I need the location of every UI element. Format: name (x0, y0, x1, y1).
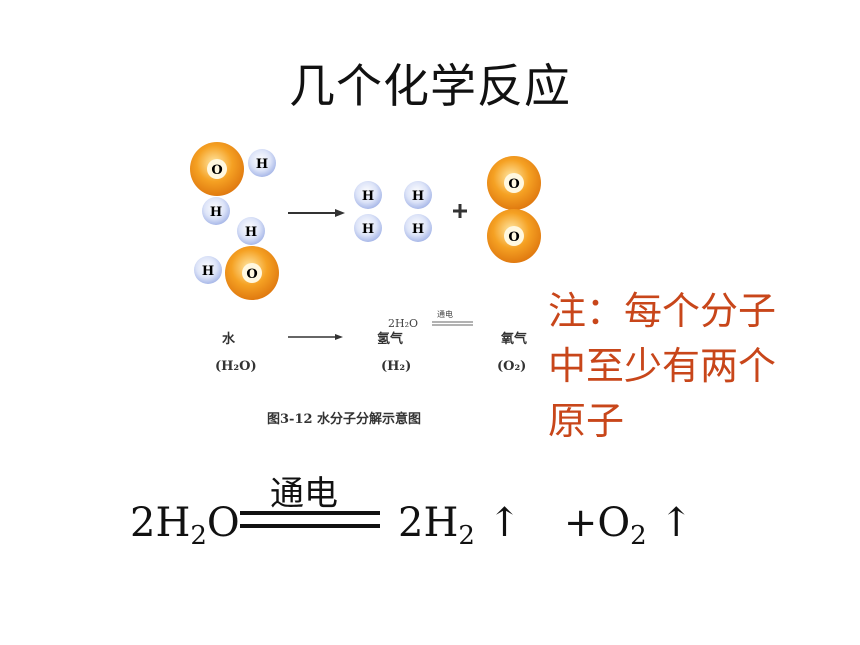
equation-condition: 通电 (270, 474, 338, 514)
oxygen-label: O (211, 163, 222, 178)
reactant-text: 2H (130, 500, 191, 546)
oxygen-label: O (508, 230, 519, 245)
hydrogen-label: H (256, 157, 268, 172)
water-molecule-2: H H O (194, 217, 279, 300)
gas-arrow-2: ↑ (659, 500, 693, 546)
oxygen-name: 氧气 (501, 332, 528, 347)
molecule-diagram: O H H H H O H H H (190, 142, 541, 340)
equation-products: 2H2 ↑ +O2 ↑ (398, 500, 693, 551)
product2-subscript: 2 (630, 521, 647, 551)
hydrogen-label: H (210, 205, 222, 220)
oxygen-formula: (O₂) (497, 359, 527, 374)
figure-caption: 图3-12 水分子分解示意图 (267, 412, 422, 427)
plus-sign (453, 204, 467, 218)
hydrogen-label: H (362, 189, 374, 204)
oxygen-molecule: O O (487, 156, 541, 263)
hydrogen-molecule-2: H H (404, 181, 432, 242)
label-row-arrow (288, 334, 343, 340)
water-name: 水 (222, 332, 236, 347)
hydrogen-formula: (H₂) (381, 359, 412, 374)
gas-arrow-1: ↑ (487, 500, 522, 546)
page-title: 几个化学反应 (289, 59, 571, 113)
mini-equation-condition: 通电 (437, 310, 453, 319)
oxygen-label: O (508, 177, 519, 192)
reactant-subscript: 2 (190, 521, 207, 551)
product1-subscript: 2 (458, 521, 475, 551)
hydrogen-label: H (245, 225, 257, 240)
hydrogen-label: H (412, 189, 424, 204)
product1-text: 2H (398, 500, 459, 546)
note-text: 注：每个分子中至少有两个原子 (548, 289, 777, 443)
hydrogen-molecule-1: H H (354, 181, 382, 242)
hydrogen-label: H (202, 264, 214, 279)
mini-equation-reactant: 2H₂O (388, 317, 419, 330)
hydrogen-label: H (362, 222, 374, 237)
equals-bar-bottom (240, 524, 380, 528)
oxygen-label: O (246, 267, 257, 282)
hydrogen-label: H (412, 222, 424, 237)
equals-bar-top (240, 511, 380, 515)
water-decomposition-figure: O H H H H O H H H (185, 130, 555, 440)
product2-text: +O (563, 500, 631, 546)
water-formula: (H₂O) (215, 359, 257, 374)
water-molecule-1: O H H (190, 142, 276, 225)
hydrogen-name: 氢气 (377, 332, 404, 347)
reactant-tail: O (206, 500, 240, 546)
reaction-arrow (288, 209, 345, 217)
equation-reactant: 2H2O (130, 500, 240, 551)
